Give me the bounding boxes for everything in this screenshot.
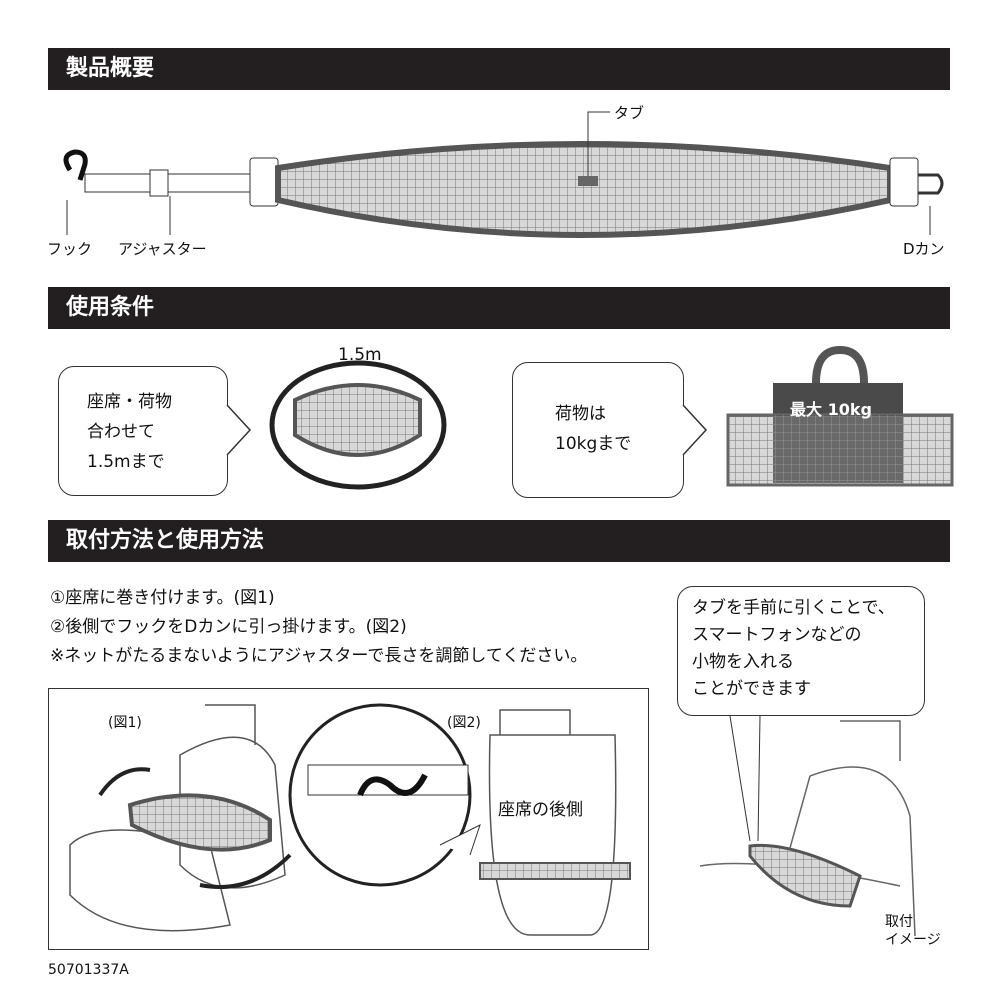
step-1: ①座席に巻き付けます。(図1) [50, 588, 275, 608]
bubble-length: 座席・荷物 合わせて 1.5mまで [58, 366, 228, 496]
fig1-label: (図1) [108, 715, 142, 731]
d-ring-icon [918, 173, 944, 195]
label-tab: タブ [614, 104, 645, 122]
steps-list: ①座席に巻き付けます。(図1) ②後側でフックをDカンに引っ掛けます。(図2) … [50, 584, 587, 671]
text-line: ことができます [692, 679, 811, 699]
text-line: 荷物は [555, 404, 606, 424]
bubble-weight: 荷物は 10kgまで [512, 362, 684, 498]
text-line: 1.5mまで [87, 452, 165, 472]
installation-figures [69, 703, 631, 936]
bag-max-label: 最大 10kg [790, 400, 872, 419]
section-header-overview: 製品概要 [48, 48, 950, 90]
section-header-howto: 取付方法と使用方法 [48, 520, 950, 562]
length-label: 1.5m [338, 345, 382, 365]
text-line: 座席・荷物 [87, 392, 172, 412]
product-code: 50701337A [48, 962, 129, 978]
bubble-pointer [226, 404, 252, 456]
hook-icon [63, 149, 88, 181]
text-line: イメージ [885, 932, 941, 948]
tab-icon [578, 176, 598, 186]
label-adjuster: アジャスター [118, 240, 207, 258]
text-line: 小物を入れる [692, 652, 794, 672]
text-line: 合わせて [87, 422, 155, 442]
fig2-label: (図2) [447, 715, 481, 731]
label-hook: フック [47, 240, 93, 258]
text-line: 取付 [885, 914, 913, 930]
text-line: スマートフォンなどの [692, 625, 862, 645]
label-d-ring: Dカン [903, 240, 945, 258]
note: ※ネットがたるまないようにアジャスターで長さを調節してください。 [50, 646, 588, 666]
section-header-conditions: 使用条件 [48, 287, 950, 329]
text-line: 10kgまで [555, 434, 632, 454]
seat-back-label: 座席の後側 [498, 800, 583, 820]
figure-frame [48, 688, 649, 950]
bag-illustration [726, 345, 954, 487]
loop-illustration [269, 360, 447, 490]
install-image-label: 取付 イメージ [885, 913, 941, 949]
install-image-illustration [699, 715, 916, 937]
text-line: タブを手前に引くことで、 [692, 598, 895, 618]
step-2: ②後側でフックをDカンに引っ掛けます。(図2) [50, 617, 407, 637]
tip-bubble: タブを手前に引くことで、 スマートフォンなどの 小物を入れる ことができます [677, 586, 925, 716]
bubble-pointer [682, 404, 708, 456]
net-product-diagram [63, 111, 944, 238]
adjuster-icon [149, 169, 169, 197]
